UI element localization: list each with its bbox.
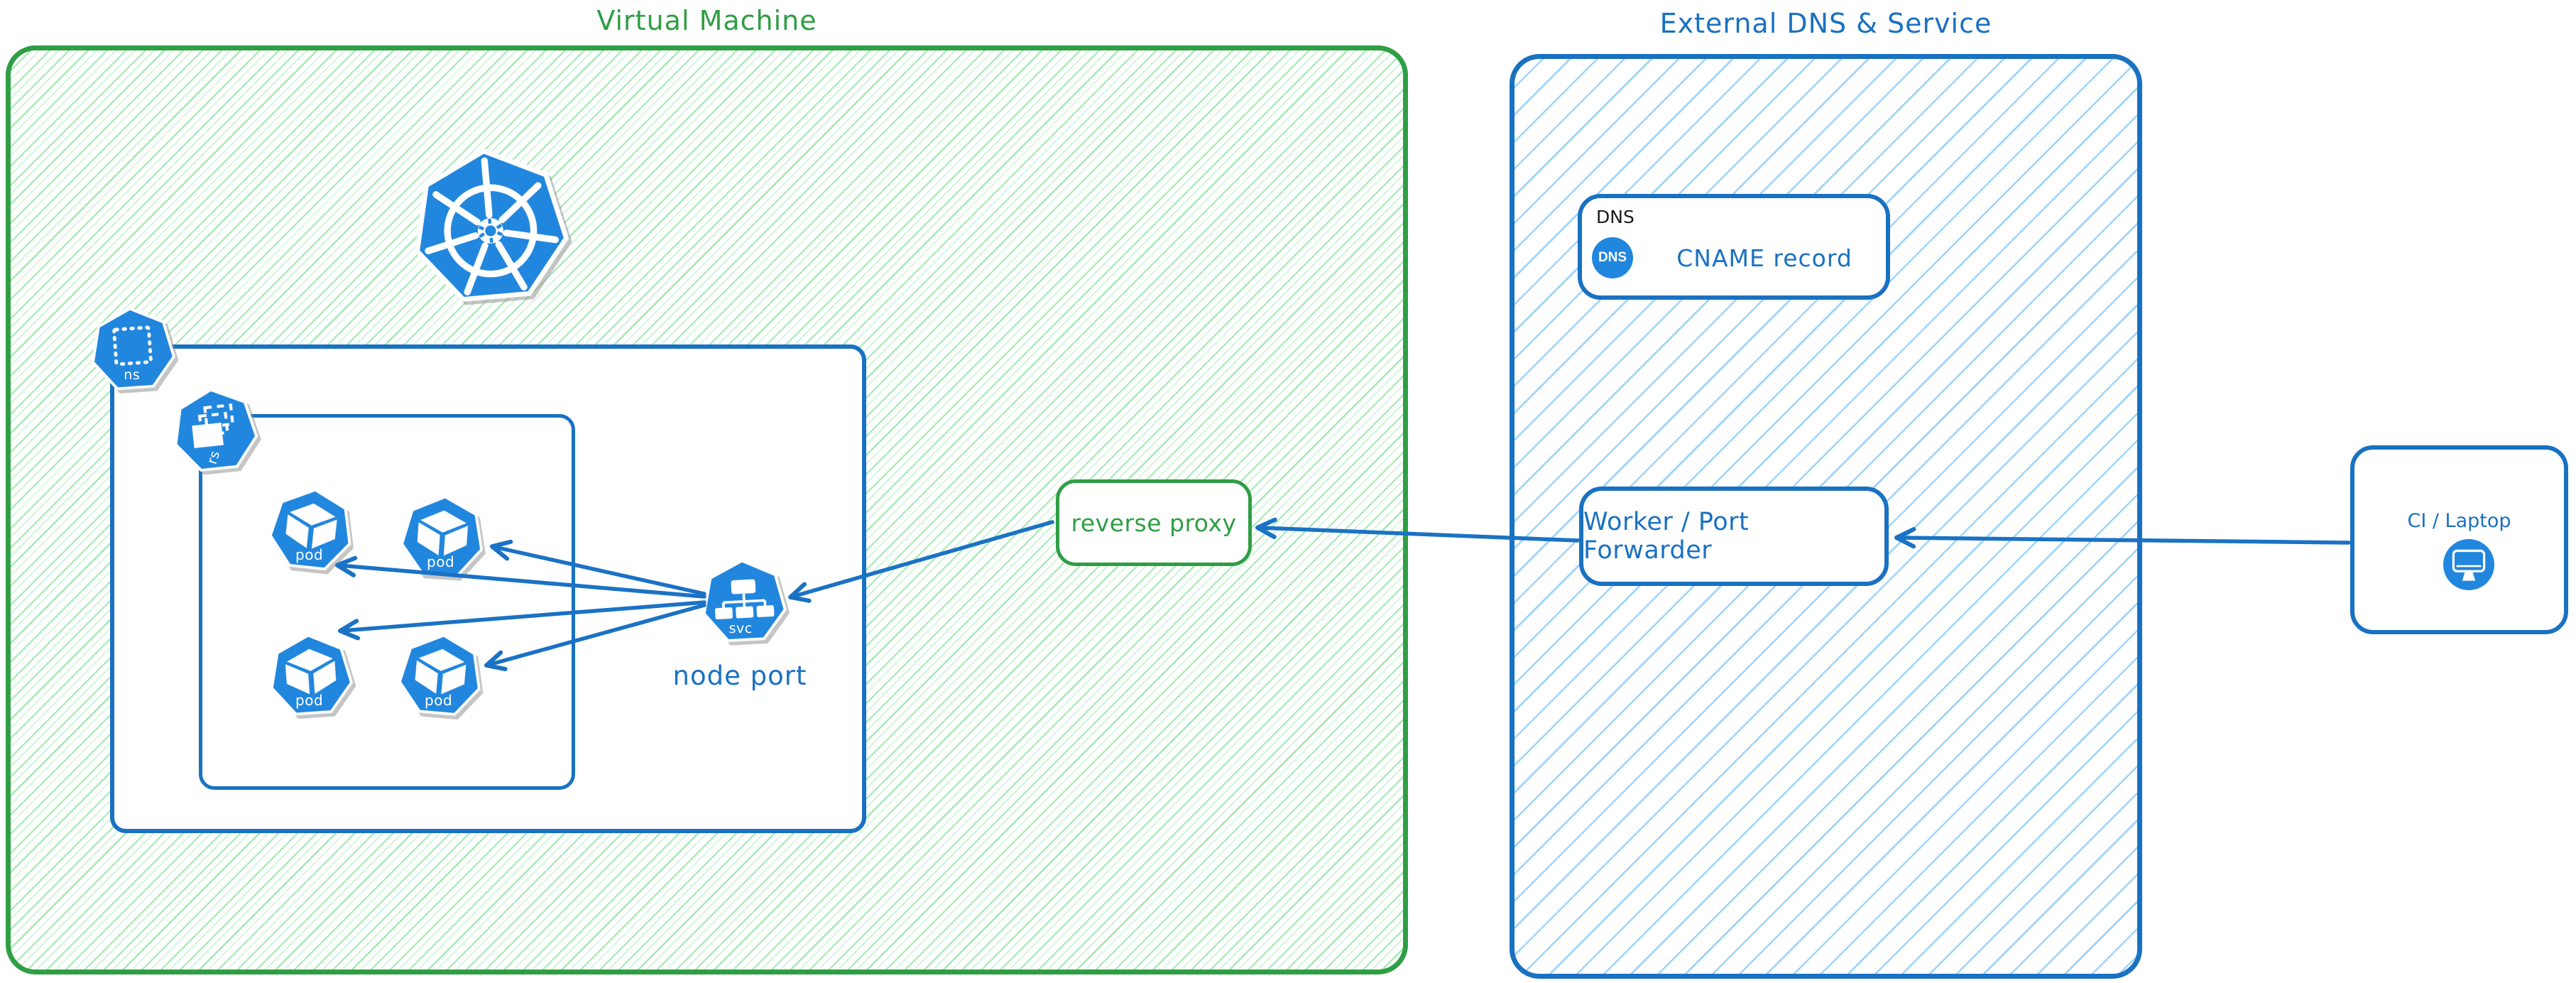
ci-laptop-label: CI / Laptop (2407, 509, 2511, 532)
replicaset-hept-shape (174, 388, 258, 472)
kubernetes-logo-icon (410, 148, 570, 308)
pod-hept-shape (268, 488, 351, 571)
worker-label: Worker / Port Forwarder (1583, 508, 1750, 565)
node-port-label: node port (672, 660, 807, 691)
dns-icon: DNS (1592, 237, 1633, 278)
service-icon-label: svc (728, 620, 753, 636)
replicaset-icon: rs (172, 388, 258, 474)
dns-group-box: DNS DNS CNAME record (1578, 194, 1890, 300)
dns-icon-label: DNS (1598, 250, 1627, 265)
worker-box: Worker / Port Forwarder (1579, 487, 1889, 586)
pod-icon-1: pod (268, 488, 354, 573)
virtual-machine-title: Virtual Machine (596, 5, 817, 36)
namespace-icon-label: ns (124, 367, 141, 384)
pod-icon-2: pod (400, 495, 485, 580)
namespace-hept-shape (91, 307, 176, 391)
namespace-icon: ns (89, 307, 176, 393)
pod-icon-4: pod (398, 634, 483, 719)
pod-hept-shape (398, 634, 481, 716)
external-dns-title: External DNS & Service (1659, 8, 1992, 39)
service-icon: svc (701, 559, 787, 646)
reverse-proxy-label: reverse proxy (1071, 509, 1237, 537)
pod-icon-label: pod (295, 545, 324, 563)
pod-hept-shape (270, 634, 354, 716)
pod-icon-label: pod (425, 691, 453, 709)
service-hept-shape (702, 559, 787, 642)
cname-record-label: CNAME record (1676, 244, 1852, 272)
reverse-proxy-box: reverse proxy (1056, 479, 1252, 566)
monitor-icon (2443, 539, 2494, 590)
pod-icon-3: pod (268, 634, 354, 719)
pod-icon-label: pod (295, 691, 324, 709)
ci-laptop-box: CI / Laptop (2350, 445, 2568, 634)
dns-group-label: DNS (1596, 207, 1634, 227)
pod-icon-label: pod (427, 553, 455, 570)
